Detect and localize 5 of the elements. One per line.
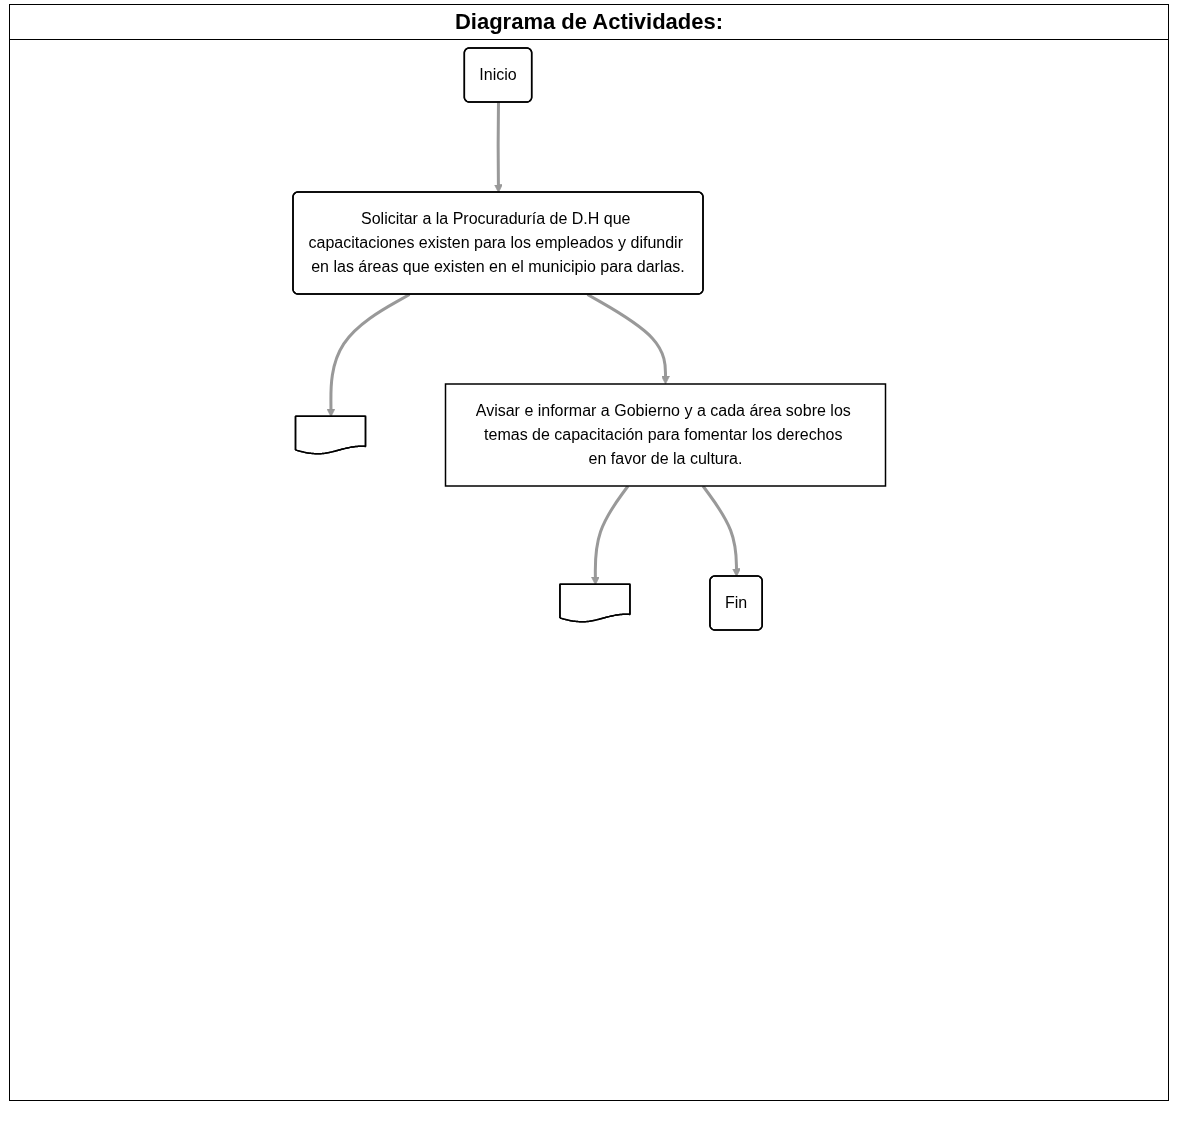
- diagram-title: Diagrama de Actividades:: [10, 5, 1168, 40]
- node-box: Avisar e informar a Gobierno y a cada área sobre los temas de capacitación para fomentar los derechos en favor de la cultura.: [444, 383, 886, 487]
- arrow: [701, 485, 741, 577]
- arrow: [586, 293, 670, 385]
- arrow: [493, 102, 503, 193]
